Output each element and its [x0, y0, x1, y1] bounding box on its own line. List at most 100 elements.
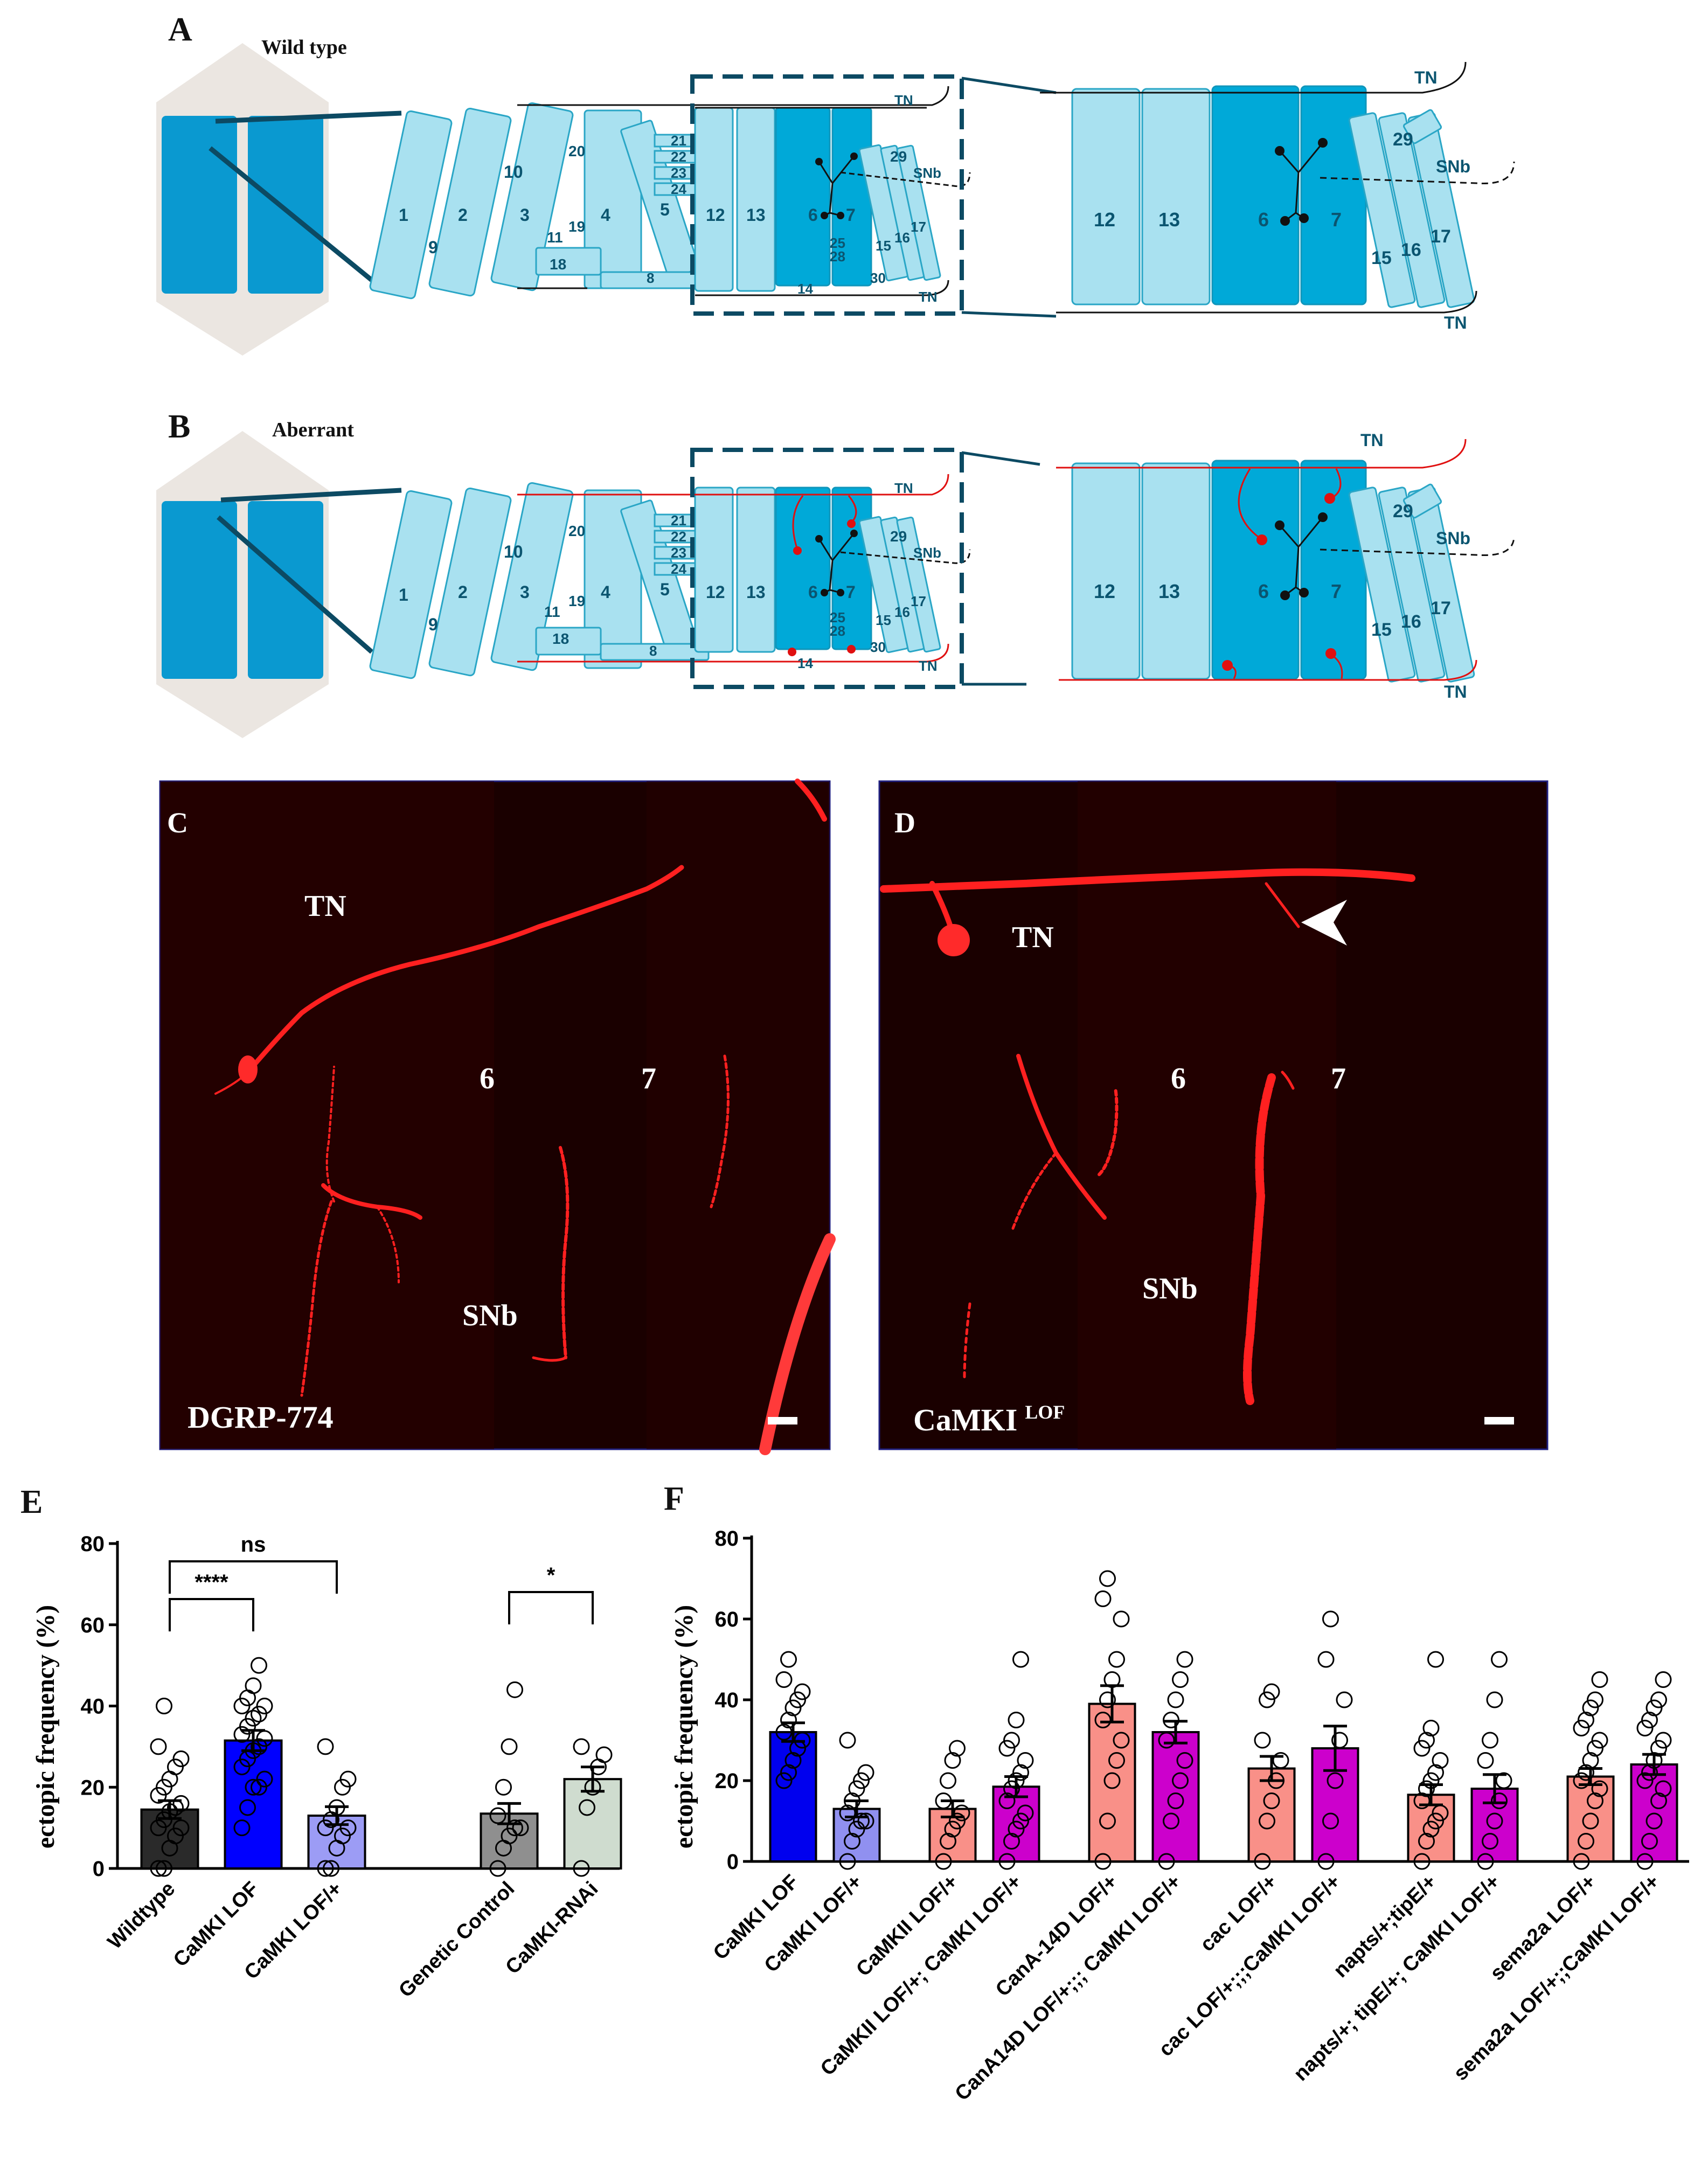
- data-point: [150, 1860, 167, 1877]
- y-tick-label: 80: [715, 1527, 739, 1551]
- data-point: [161, 1803, 178, 1820]
- data-point: [1008, 1712, 1025, 1728]
- svg-text:6: 6: [1258, 580, 1269, 602]
- data-point: [167, 1799, 184, 1816]
- data-point: [780, 1764, 797, 1781]
- svg-text:19: 19: [568, 593, 585, 609]
- svg-text:TN: TN: [919, 289, 938, 305]
- data-point: [839, 1732, 856, 1749]
- svg-text:4: 4: [601, 582, 610, 602]
- data-point: [1158, 1732, 1175, 1749]
- svg-text:20: 20: [568, 143, 585, 159]
- svg-text:13: 13: [1158, 209, 1180, 231]
- data-point: [1422, 1820, 1440, 1838]
- data-point: [1491, 1651, 1508, 1668]
- svg-text:3: 3: [520, 582, 530, 602]
- panel-b: B Aberrant: [156, 408, 1515, 738]
- cns-hemisegment-left: [162, 116, 237, 294]
- data-point: [1012, 1651, 1029, 1668]
- svg-text:28: 28: [830, 248, 845, 265]
- data-point: [1495, 1772, 1512, 1789]
- data-point: [784, 1699, 802, 1717]
- data-point: [339, 1770, 357, 1788]
- svg-text:8: 8: [649, 643, 657, 659]
- data-point: [1650, 1792, 1667, 1809]
- svg-text:16: 16: [1401, 240, 1421, 260]
- svg-text:23: 23: [671, 545, 686, 561]
- svg-text:7: 7: [846, 582, 856, 602]
- data-point: [1099, 1570, 1116, 1587]
- data-point: [998, 1792, 1016, 1809]
- svg-text:12: 12: [1094, 209, 1115, 231]
- data-point: [1008, 1772, 1025, 1789]
- data-point: [1108, 1752, 1125, 1769]
- zoom-view-b: 12 13 6 7 15 16 17 29 TN SNb TN: [1056, 430, 1515, 701]
- scale-bar-c: [768, 1417, 797, 1424]
- data-point: [1477, 1853, 1494, 1870]
- panel-d-letter: D: [894, 807, 915, 839]
- svg-text:24: 24: [671, 561, 686, 577]
- data-point: [256, 1698, 273, 1714]
- svg-text:SNb: SNb: [913, 545, 941, 561]
- data-point: [584, 1778, 601, 1796]
- svg-text:13: 13: [746, 582, 766, 602]
- data-point: [1017, 1752, 1034, 1769]
- data-point: [1427, 1812, 1444, 1830]
- svg-text:1: 1: [399, 585, 408, 604]
- svg-text:TN: TN: [1414, 68, 1438, 87]
- bar: [1088, 1703, 1136, 1863]
- svg-text:11: 11: [547, 229, 563, 246]
- data-point: [1163, 1712, 1179, 1728]
- svg-text:7: 7: [1331, 209, 1342, 231]
- data-point: [949, 1740, 966, 1757]
- panel-e-letter: E: [20, 1484, 43, 1520]
- data-point: [323, 1860, 339, 1877]
- data-point: [1113, 1732, 1130, 1749]
- data-point: [489, 1860, 506, 1877]
- data-point: [1099, 1812, 1116, 1830]
- svg-text:5: 5: [660, 200, 670, 219]
- data-point: [1322, 1812, 1339, 1830]
- svg-text:22: 22: [671, 529, 686, 545]
- svg-text:1: 1: [399, 205, 408, 225]
- data-point: [256, 1730, 273, 1747]
- svg-text:11: 11: [544, 603, 560, 620]
- data-point: [1482, 1833, 1498, 1850]
- data-point: [1012, 1812, 1029, 1830]
- svg-text:29: 29: [890, 528, 907, 545]
- data-point: [780, 1712, 797, 1728]
- data-point: [935, 1792, 952, 1809]
- data-point: [1094, 1853, 1112, 1870]
- data-point: [1413, 1740, 1431, 1757]
- data-point: [1418, 1833, 1435, 1850]
- data-point: [506, 1819, 523, 1837]
- data-point: [1418, 1732, 1435, 1749]
- data-point: [1650, 1691, 1667, 1708]
- data-point: [1418, 1780, 1435, 1797]
- svg-text:5: 5: [660, 580, 670, 599]
- data-point: [1012, 1764, 1029, 1781]
- data-point: [1655, 1732, 1672, 1749]
- data-point: [1432, 1804, 1449, 1822]
- panel-c-micrograph: C TN 6 7 SNb DGRP-774: [159, 779, 836, 1455]
- svg-text:30: 30: [870, 639, 886, 655]
- data-point: [156, 1698, 172, 1714]
- scale-bar-d: [1484, 1417, 1514, 1424]
- svg-text:7: 7: [846, 205, 856, 225]
- svg-text:16: 16: [894, 604, 910, 620]
- data-point: [794, 1683, 811, 1700]
- data-point: [1176, 1651, 1193, 1668]
- data-point: [1573, 1720, 1590, 1736]
- data-point: [172, 1750, 190, 1767]
- data-point: [317, 1738, 334, 1755]
- panel-d-tn-label: TN: [1012, 921, 1054, 954]
- svg-text:29: 29: [1393, 501, 1413, 522]
- svg-text:15: 15: [1371, 248, 1392, 268]
- data-point: [940, 1772, 956, 1789]
- svg-text:9: 9: [428, 615, 438, 634]
- data-point: [1167, 1792, 1184, 1809]
- data-point: [1587, 1691, 1603, 1708]
- data-point: [1103, 1772, 1121, 1789]
